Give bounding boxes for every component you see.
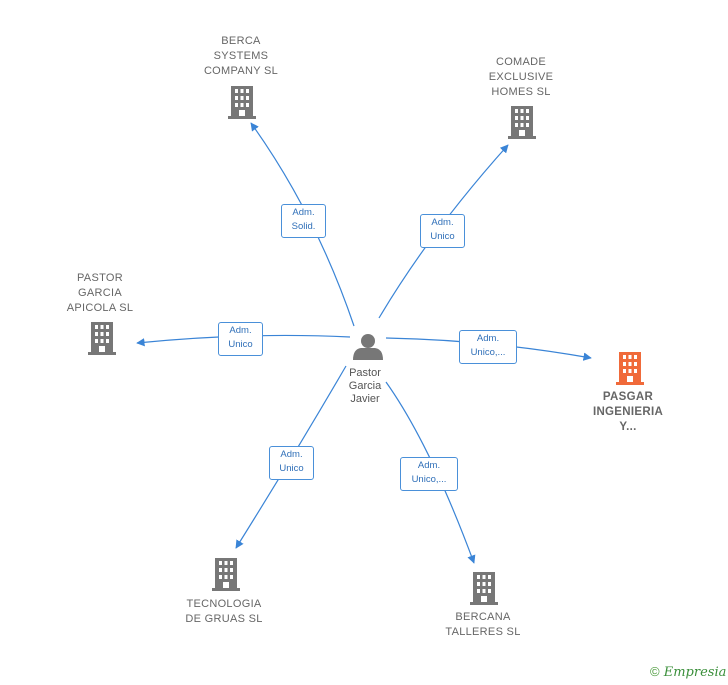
person-name-line: Javier (350, 393, 380, 405)
building-icon[interactable] (212, 558, 240, 591)
relation-text-line: Adm. (431, 217, 454, 228)
company-name-line: EXCLUSIVE (488, 71, 554, 83)
relation-label-bercana[interactable]: Adm. Unico,... (400, 457, 458, 491)
relation-text-line: Unico (430, 231, 455, 242)
company-name-line: INGENIERIA (592, 406, 664, 418)
relation-text-line: Adm. (280, 449, 303, 460)
person-icon[interactable] (353, 334, 383, 360)
company-name-line: COMADE (495, 56, 547, 68)
company-label-bercana[interactable]: BERCANA TALLERES SL (428, 610, 538, 640)
relation-text-line: Unico (228, 339, 253, 350)
company-label-tecnologia[interactable]: TECNOLOGIA DE GRUAS SL (168, 597, 280, 627)
company-label-comade[interactable]: COMADE EXCLUSIVE HOMES SL (466, 55, 576, 100)
company-label-pasgar[interactable]: PASGAR INGENIERIA Y... (573, 390, 683, 435)
company-name-line: COMPANY SL (203, 65, 279, 77)
company-name-line: GARCIA (78, 287, 122, 299)
company-name-line: TALLERES SL (445, 626, 521, 638)
brand-logo: © Empresia (650, 664, 726, 680)
company-name-line: TECNOLOGIA (186, 598, 262, 610)
building-icon[interactable] (228, 86, 256, 119)
relation-text-line: Adm. (417, 460, 441, 471)
company-name-line: PASTOR (76, 272, 123, 284)
company-name-line: APICOLA SL (66, 302, 134, 314)
copyright-icon: © (650, 664, 660, 679)
relation-label-berca[interactable]: Adm. Solid. (281, 204, 326, 238)
brand-name: Empresia (663, 665, 727, 680)
company-name-line: Y... (619, 421, 637, 433)
relation-label-tecnologia[interactable]: Adm. Unico (269, 446, 314, 480)
company-name-line: BERCANA (455, 611, 511, 623)
company-name-line: PASGAR (602, 391, 654, 403)
relation-label-pastor-apicola[interactable]: Adm. Unico (218, 322, 263, 356)
relation-label-pasgar[interactable]: Adm. Unico,... (459, 330, 517, 364)
relation-text-line: Unico,... (411, 474, 447, 485)
relation-text-line: Adm. (229, 325, 252, 336)
building-icon-highlight[interactable] (616, 352, 644, 385)
relation-text-line: Adm. (476, 333, 500, 344)
relation-text-line: Unico (279, 463, 304, 474)
company-name-line: SYSTEMS (213, 50, 269, 62)
company-label-pastor-apicola[interactable]: PASTOR GARCIA APICOLA SL (45, 271, 155, 316)
building-icon[interactable] (508, 106, 536, 139)
person-name-line: Pastor (349, 367, 381, 379)
company-label-berca[interactable]: BERCA SYSTEMS COMPANY SL (186, 34, 296, 79)
relation-label-comade[interactable]: Adm. Unico (420, 214, 465, 248)
relation-text-line: Adm. (292, 207, 315, 218)
person-name-line: Garcia (348, 380, 382, 392)
building-icon[interactable] (470, 572, 498, 605)
company-name-line: DE GRUAS SL (185, 613, 263, 625)
building-icon[interactable] (88, 322, 116, 355)
relation-text-line: Unico,... (470, 347, 506, 358)
person-label[interactable]: Pastor Garcia Javier (330, 367, 400, 406)
company-name-line: HOMES SL (491, 86, 551, 98)
company-name-line: BERCA (221, 35, 261, 47)
relation-text-line: Solid. (291, 221, 316, 232)
